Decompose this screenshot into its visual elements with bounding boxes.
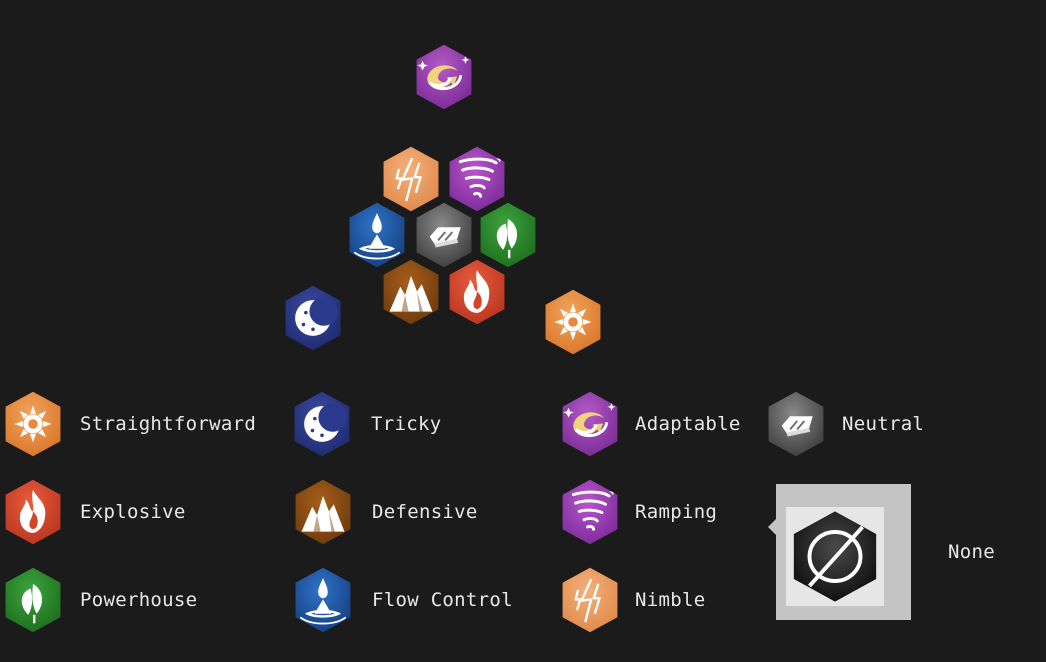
diagram-nimble-icon[interactable] xyxy=(381,145,441,213)
legend-nimble-label: Nimble xyxy=(635,589,706,611)
sun-icon xyxy=(545,289,601,355)
legend-powerhouse-label: Powerhouse xyxy=(80,589,198,611)
ingot-icon xyxy=(416,202,472,268)
mountain-icon xyxy=(383,259,439,325)
sun-icon xyxy=(5,391,61,457)
flame-icon xyxy=(5,479,61,545)
legend-defensive-icon[interactable] xyxy=(293,478,353,546)
legend-explosive-icon[interactable] xyxy=(3,478,63,546)
null-set-icon xyxy=(793,511,877,602)
legend-powerhouse-icon[interactable] xyxy=(3,566,63,634)
legend-ramping-label: Ramping xyxy=(635,501,718,523)
legend-adaptable-label: Adaptable xyxy=(635,413,741,435)
swirl-icon xyxy=(416,44,472,110)
legend-neutral-label: Neutral xyxy=(842,413,925,435)
legend-adaptable-icon[interactable] xyxy=(560,390,620,458)
diagram-neutral-icon[interactable] xyxy=(414,201,474,269)
droplet-icon xyxy=(295,567,351,633)
leaf-icon xyxy=(5,567,61,633)
tornado-icon xyxy=(449,146,505,212)
legend-flow-control-icon[interactable] xyxy=(293,566,353,634)
moon-icon xyxy=(294,391,350,457)
legend-explosive-label: Explosive xyxy=(80,501,186,523)
legend-straightforward-label: Straightforward xyxy=(80,413,257,435)
lightning-icon xyxy=(383,146,439,212)
moon-icon xyxy=(285,285,341,351)
leaf-icon xyxy=(480,202,536,268)
diagram-defensive-icon[interactable] xyxy=(381,258,441,326)
swirl-icon xyxy=(562,391,618,457)
diagram-ramping-icon[interactable] xyxy=(447,145,507,213)
legend-tricky-label: Tricky xyxy=(371,413,442,435)
legend-straightforward-icon[interactable] xyxy=(3,390,63,458)
diagram-powerhouse-icon[interactable] xyxy=(478,201,538,269)
legend-nimble-icon[interactable] xyxy=(560,566,620,634)
ingot-icon xyxy=(768,391,824,457)
droplet-icon xyxy=(349,202,405,268)
none-selector[interactable] xyxy=(768,484,911,620)
mountain-icon xyxy=(295,479,351,545)
legend-neutral-icon[interactable] xyxy=(766,390,826,458)
diagram-straightforward-icon[interactable] xyxy=(543,288,603,356)
diagram-tricky-icon[interactable] xyxy=(283,284,343,352)
diagram-explosive-icon[interactable] xyxy=(447,258,507,326)
tornado-icon xyxy=(562,479,618,545)
selector-pointer xyxy=(768,519,776,535)
legend-tricky-icon[interactable] xyxy=(292,390,352,458)
none-icon-frame xyxy=(786,507,884,606)
none-label: None xyxy=(948,541,995,563)
legend-defensive-label: Defensive xyxy=(372,501,478,523)
diagram-adaptable-icon[interactable] xyxy=(414,43,474,111)
legend-flow-control-label: Flow Control xyxy=(372,589,513,611)
legend-ramping-icon[interactable] xyxy=(560,478,620,546)
diagram-flow-control-icon[interactable] xyxy=(347,201,407,269)
lightning-icon xyxy=(562,567,618,633)
flame-icon xyxy=(449,259,505,325)
